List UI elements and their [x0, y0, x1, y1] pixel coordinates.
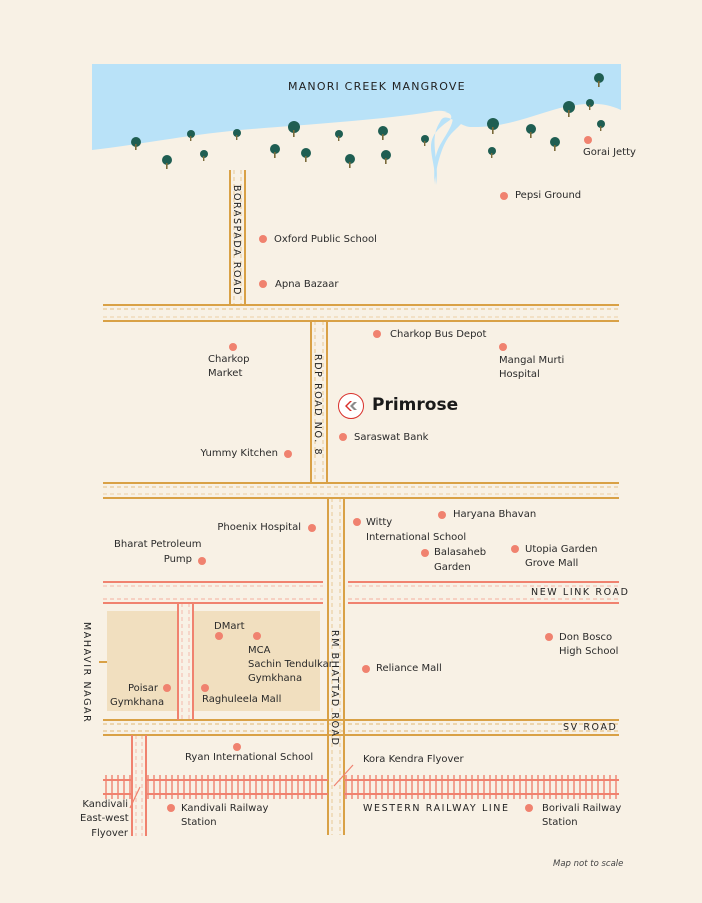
western-railway-line	[103, 764, 619, 809]
road-label-railway: WESTERN RAILWAY LINE	[363, 803, 510, 814]
poi-dot-don-bosco[interactable]	[545, 633, 553, 641]
poi-poisar-line1: Poisar	[127, 683, 158, 694]
poi-dot-ryan-school[interactable]	[233, 743, 241, 751]
poi-dmart: DMart	[214, 621, 245, 632]
map-scale-note: Map not to scale	[553, 859, 624, 869]
poi-bharat-petroleum-line2: Pump	[163, 554, 192, 565]
poi-gorai-jetty: Gorai Jetty	[583, 147, 636, 158]
poi-dot-gorai-jetty[interactable]	[584, 136, 592, 144]
poi-poisar-line2: Gymkhana	[110, 697, 165, 708]
poi-mca-line2: Sachin Tendulkar	[248, 659, 333, 670]
secondary-roads	[103, 581, 619, 836]
road-label-sv: SV ROAD	[563, 722, 618, 733]
area-label-mahavir-nagar: MAHAVIR NAGAR	[81, 622, 92, 724]
poi-borivali-station-line1: Borivali Railway	[542, 803, 622, 814]
poi-phoenix-hospital: Phoenix Hospital	[217, 522, 301, 533]
poi-pepsi-ground: Pepsi Ground	[515, 190, 582, 201]
poi-dot-mca[interactable]	[253, 632, 261, 640]
poi-dot-oxford-school[interactable]	[259, 235, 267, 243]
poi-raghuleela-mall: Raghuleela Mall	[202, 694, 282, 705]
road-label-rdp: RDP ROAD NO. 8	[312, 354, 323, 457]
poi-dot-pepsi-ground[interactable]	[500, 192, 508, 200]
poi-ryan-school: Ryan International School	[185, 752, 314, 763]
poi-dot-kandivali-station[interactable]	[167, 804, 175, 812]
poi-don-bosco-line2: High School	[559, 646, 619, 657]
mangrove-trees	[131, 73, 605, 169]
poi-charkop-bus-depot: Charkop Bus Depot	[390, 329, 487, 340]
poi-balasaheb-line2: Garden	[434, 562, 471, 573]
poi-dot-phoenix-hospital[interactable]	[308, 524, 316, 532]
poi-witty-line1: Witty	[366, 517, 393, 528]
poi-mangal-murti-line2: Hospital	[499, 369, 540, 380]
poi-kandivali-flyover-line1: Kandivali	[82, 799, 128, 810]
poisar-block	[107, 611, 177, 711]
poi-charkop-market-line1: Charkop	[208, 354, 250, 365]
poi-dot-utopia-garden[interactable]	[511, 545, 519, 553]
poi-dot-reliance-mall[interactable]	[362, 665, 370, 673]
manori-creek-title: MANORI CREEK MANGROVE	[288, 80, 466, 93]
road-label-new-link: NEW LINK ROAD	[531, 587, 630, 598]
primrose-project-label[interactable]: Primrose	[372, 395, 459, 415]
poi-dot-charkop-bus-depot[interactable]	[373, 330, 381, 338]
poi-balasaheb-line1: Balasaheb	[434, 547, 487, 558]
poi-dot-yummy-kitchen[interactable]	[284, 450, 292, 458]
poi-dot-dmart[interactable]	[215, 632, 223, 640]
poi-kora-kendra-flyover: Kora Kendra Flyover	[363, 754, 464, 765]
poi-witty-line2: International School	[366, 532, 467, 543]
poi-dot-balasaheb-garden[interactable]	[421, 549, 429, 557]
poi-charkop-market-line2: Market	[208, 368, 243, 379]
poi-dot-mangal-murti[interactable]	[499, 343, 507, 351]
main-roads	[99, 170, 619, 835]
poi-dot-witty-school[interactable]	[353, 518, 361, 526]
mca-block	[193, 611, 320, 711]
poi-dot-borivali-station[interactable]	[525, 804, 533, 812]
poi-bharat-petroleum-line1: Bharat Petroleum	[114, 539, 202, 550]
poi-dot-apna-bazaar[interactable]	[259, 280, 267, 288]
primrose-logo-icon[interactable]	[338, 393, 364, 419]
poi-utopia-line2: Grove Mall	[525, 558, 579, 569]
poi-mangal-murti-line1: Mangal Murti	[499, 355, 565, 366]
poi-kandivali-station-line2: Station	[181, 817, 217, 828]
road-label-rm-bhattad: RM BHATTAD ROAD	[329, 630, 340, 747]
poi-haryana-bhavan: Haryana Bhavan	[453, 509, 537, 520]
poi-dot-haryana-bhavan[interactable]	[438, 511, 446, 519]
poi-borivali-station-line2: Station	[542, 817, 578, 828]
poi-dot-charkop-market[interactable]	[229, 343, 237, 351]
poi-mca-line1: MCA	[248, 645, 271, 656]
poi-utopia-line1: Utopia Garden	[525, 544, 598, 555]
poi-don-bosco-line1: Don Bosco	[559, 632, 613, 643]
poi-saraswat-bank: Saraswat Bank	[354, 432, 429, 443]
poi-mca-line3: Gymkhana	[248, 673, 303, 684]
poi-yummy-kitchen: Yummy Kitchen	[200, 448, 278, 459]
poi-kandivali-station-line1: Kandivali Railway	[181, 803, 269, 814]
poi-dot-saraswat-bank[interactable]	[339, 433, 347, 441]
poi-kandivali-flyover-line3: Flyover	[91, 828, 128, 839]
manori-creek-water	[92, 64, 621, 185]
poi-reliance-mall: Reliance Mall	[376, 663, 442, 674]
road-label-boraspada: BORASPADA ROAD	[231, 185, 242, 296]
poi-dot-poisar-gymkhana[interactable]	[163, 684, 171, 692]
poi-dot-bharat-petroleum[interactable]	[198, 557, 206, 565]
poi-apna-bazaar: Apna Bazaar	[275, 279, 339, 290]
poi-dot-raghuleela-mall[interactable]	[201, 684, 209, 692]
poi-oxford-school: Oxford Public School	[274, 234, 377, 245]
poi-kandivali-flyover-line2: East-west	[80, 813, 129, 824]
